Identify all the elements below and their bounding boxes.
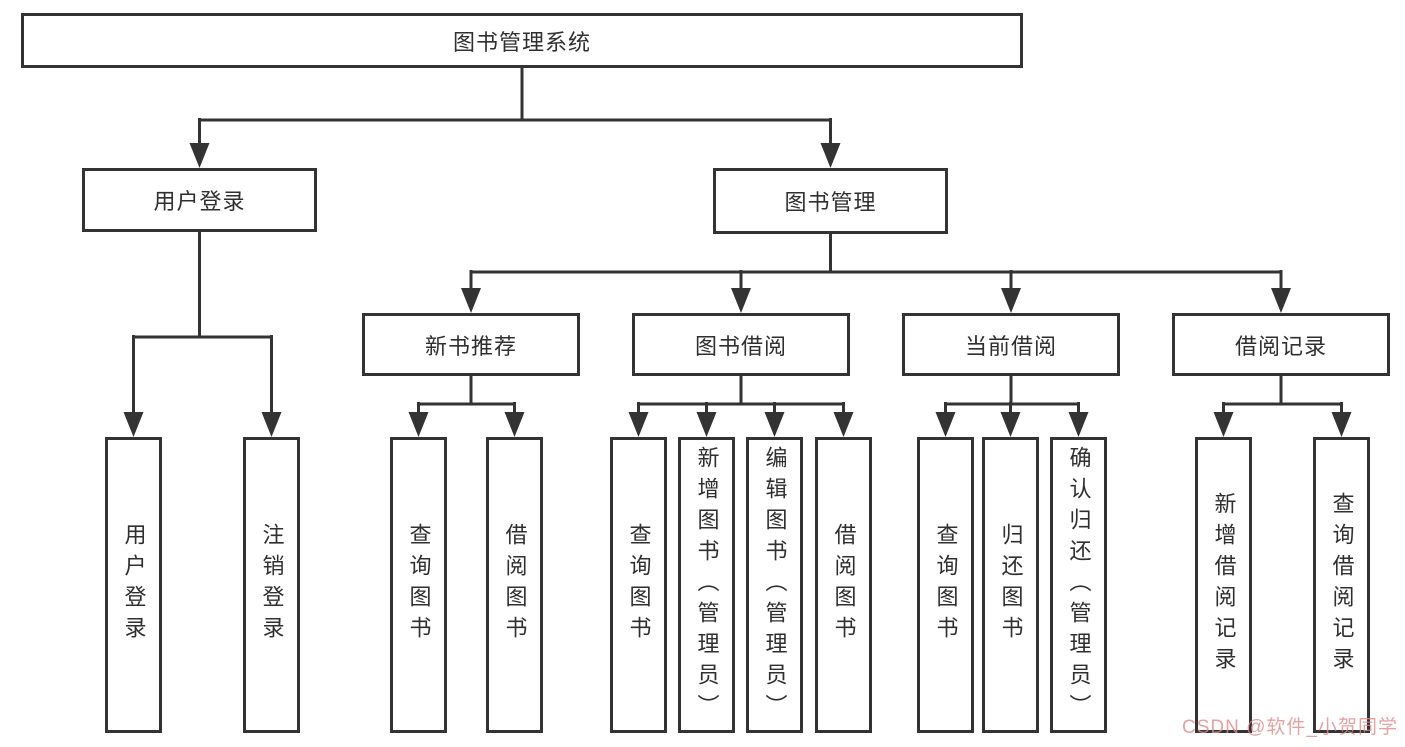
arrowhead-icon	[820, 143, 841, 168]
node-borrowing-records: 借阅记录	[1172, 313, 1390, 376]
leaf-label: 注销登录	[259, 523, 285, 647]
leaf-label: 编辑图书（管理员）	[762, 445, 788, 725]
node-label: 新书推荐	[424, 333, 517, 359]
leaf-return-books: 归还图书	[982, 437, 1039, 733]
arrowhead-icon	[1001, 288, 1021, 313]
arrowhead-icon	[123, 412, 144, 437]
node-user-login: 用户登录	[82, 168, 317, 232]
arrowhead-icon	[1271, 288, 1291, 313]
arrowhead-icon	[1213, 412, 1234, 437]
leaf-label: 新增借阅记录	[1211, 492, 1237, 678]
leaf-label: 用户登录	[121, 523, 147, 647]
leaf-label: 查询图书	[626, 523, 652, 647]
node-label: 图书借阅	[694, 333, 787, 359]
csdn-watermark: CSDN @软件_小贺同学	[1182, 717, 1398, 738]
node-new-book-recommendation: 新书推荐	[362, 313, 580, 376]
leaf-query-borrow-record: 查询借阅记录	[1313, 437, 1370, 733]
arrowhead-icon	[408, 412, 429, 437]
arrowhead-icon	[764, 412, 785, 437]
arrowhead-icon	[628, 412, 649, 437]
arrowhead-icon	[696, 412, 717, 437]
leaf-confirm-return-admin: 确认归还（管理员）	[1050, 437, 1107, 733]
node-label: 当前借阅	[964, 333, 1057, 359]
arrowhead-icon	[1068, 412, 1089, 437]
leaf-label: 确认归还（管理员）	[1066, 445, 1092, 725]
arrowhead-icon	[461, 288, 481, 313]
node-label: 借阅记录	[1234, 333, 1327, 359]
leaf-borrow-books-recommend: 借阅图书	[486, 437, 543, 733]
leaf-borrow-books: 借阅图书	[815, 437, 872, 733]
arrowhead-icon	[935, 412, 956, 437]
leaf-label: 借阅图书	[502, 523, 528, 647]
leaf-logout: 注销登录	[243, 437, 300, 733]
arrowhead-icon	[1000, 412, 1021, 437]
node-label: 图书管理系统	[452, 29, 591, 55]
leaf-query-books-borrowing: 查询图书	[610, 437, 667, 733]
leaf-query-books-current: 查询图书	[917, 437, 974, 733]
leaf-label: 新增图书（管理员）	[694, 445, 720, 725]
leaf-label: 查询图书	[406, 523, 432, 647]
arrowhead-icon	[261, 412, 282, 437]
arrowhead-icon	[731, 288, 751, 313]
node-library-management-system: 图书管理系统	[21, 13, 1023, 68]
leaf-label: 查询图书	[933, 523, 959, 647]
leaf-user-login: 用户登录	[105, 437, 162, 733]
leaf-edit-books-admin: 编辑图书（管理员）	[746, 437, 803, 733]
leaf-label: 查询借阅记录	[1329, 492, 1355, 678]
node-book-borrowing: 图书借阅	[632, 313, 850, 376]
node-label: 图书管理	[784, 190, 877, 215]
node-current-borrowing: 当前借阅	[902, 313, 1120, 376]
leaf-query-books-recommend: 查询图书	[390, 437, 447, 733]
node-book-management: 图书管理	[713, 168, 948, 234]
arrowhead-icon	[833, 412, 854, 437]
leaf-add-books-admin: 新增图书（管理员）	[678, 437, 735, 733]
arrowhead-icon	[189, 143, 210, 168]
arrowhead-icon	[504, 412, 525, 437]
node-label: 用户登录	[153, 189, 246, 214]
leaf-label: 归还图书	[998, 523, 1024, 647]
arrowhead-icon	[1331, 412, 1352, 437]
leaf-label: 借阅图书	[831, 523, 857, 647]
leaf-add-borrow-record: 新增借阅记录	[1195, 437, 1252, 733]
